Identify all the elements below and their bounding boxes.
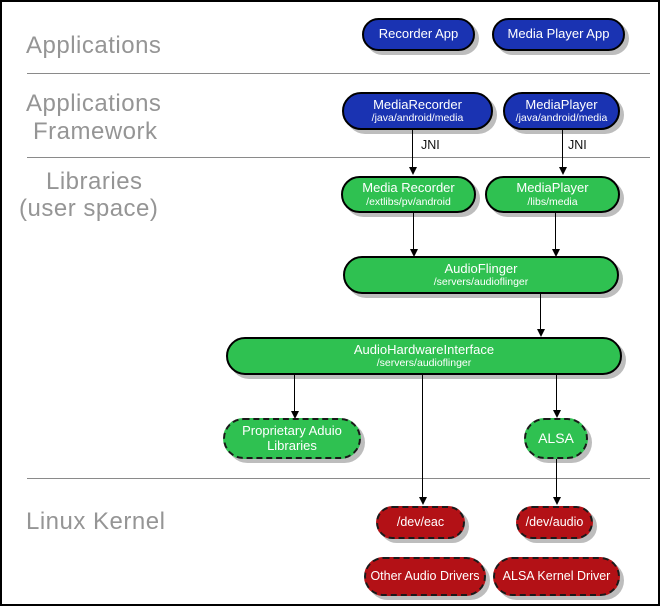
arrow-hwinterface-to-proprietary <box>290 375 299 419</box>
arrowhead-icon <box>552 497 561 505</box>
node-title: Recorder App <box>378 26 459 42</box>
node-mediarecorder-framework: MediaRecorder /java/android/media <box>342 92 493 130</box>
node-dev-eac: /dev/eac <box>376 506 465 539</box>
arrow-hwinterface-to-dev-eac <box>418 375 427 505</box>
node-path: /java/android/media <box>515 112 608 125</box>
node-title: AudioFlinger <box>444 260 518 276</box>
node-path: /java/android/media <box>371 112 464 125</box>
node-title: AudioHardwareInterface <box>353 341 495 357</box>
node-dev-audio: /dev/audio <box>516 506 593 539</box>
arrowhead-icon <box>552 410 561 418</box>
section-label-libraries-line2: (user space) <box>19 195 159 222</box>
node-title: MediaRecorder <box>373 96 462 112</box>
node-title: /dev/eac <box>396 515 445 530</box>
divider-framework-libraries <box>27 157 650 158</box>
node-alsa: ALSA <box>524 418 588 459</box>
node-title-line2: Libraries <box>267 437 317 453</box>
node-audiohardwareinterface: AudioHardwareInterface /servers/audiofli… <box>226 337 622 375</box>
arrow-hwinterface-to-alsa <box>552 375 561 418</box>
section-label-kernel: Linux Kernel <box>26 508 166 535</box>
node-media-player-app: Media Player App <box>492 18 625 51</box>
jni-label-right: JNI <box>568 138 587 152</box>
node-title: Media Recorder <box>362 180 455 195</box>
node-title: ALSA <box>538 430 574 447</box>
section-label-framework-line2: Framework <box>33 118 158 145</box>
node-path: /extlibs/pv/android <box>366 195 451 208</box>
node-title: MediaPlayer <box>516 180 589 195</box>
node-audioflinger: AudioFlinger /servers/audioflinger <box>343 256 619 294</box>
node-recorder-app: Recorder App <box>362 18 475 51</box>
arrowhead-icon <box>290 411 299 419</box>
node-other-audio-drivers: Other Audio Drivers <box>364 557 486 596</box>
section-label-applications: Applications <box>26 32 162 59</box>
node-title: MediaPlayer <box>525 96 598 112</box>
node-media-recorder-lib: Media Recorder /extlibs/pv/android <box>341 176 476 213</box>
arrow-flinger-to-hwinterface <box>536 294 545 337</box>
node-path: /libs/media <box>527 195 578 208</box>
node-title: Other Audio Drivers <box>370 569 480 584</box>
node-path: /servers/audioflinger <box>376 357 472 370</box>
arrow-jni-recorder <box>408 130 417 175</box>
node-title: ALSA Kernel Driver <box>502 569 611 584</box>
arrow-player-to-flinger <box>551 213 560 257</box>
node-path: /servers/audioflinger <box>433 276 529 289</box>
node-alsa-kernel-driver: ALSA Kernel Driver <box>493 557 620 596</box>
arrowhead-icon <box>418 497 427 505</box>
section-label-framework-line1: Applications <box>26 90 162 117</box>
arrowhead-icon <box>409 249 418 257</box>
arrowhead-icon <box>408 167 417 175</box>
node-title-line1: Proprietary Aduio <box>242 422 342 438</box>
node-title: /dev/audio <box>525 515 584 530</box>
arrowhead-icon <box>536 329 545 337</box>
node-proprietary-audio-libraries: Proprietary Aduio Libraries <box>223 418 361 459</box>
node-mediaplayer-lib: MediaPlayer /libs/media <box>485 176 620 213</box>
arrow-alsa-to-dev-audio <box>552 459 561 505</box>
divider-applications-framework <box>27 73 650 74</box>
arrow-recorder-to-flinger <box>409 213 418 257</box>
arrowhead-icon <box>551 249 560 257</box>
node-mediaplayer-framework: MediaPlayer /java/android/media <box>503 92 620 130</box>
node-title: Media Player App <box>507 26 610 42</box>
jni-label-left: JNI <box>421 138 440 152</box>
section-label-libraries-line1: Libraries <box>46 168 143 195</box>
arrow-jni-player <box>558 130 567 175</box>
divider-libraries-kernel <box>27 478 650 479</box>
arrowhead-icon <box>558 167 567 175</box>
